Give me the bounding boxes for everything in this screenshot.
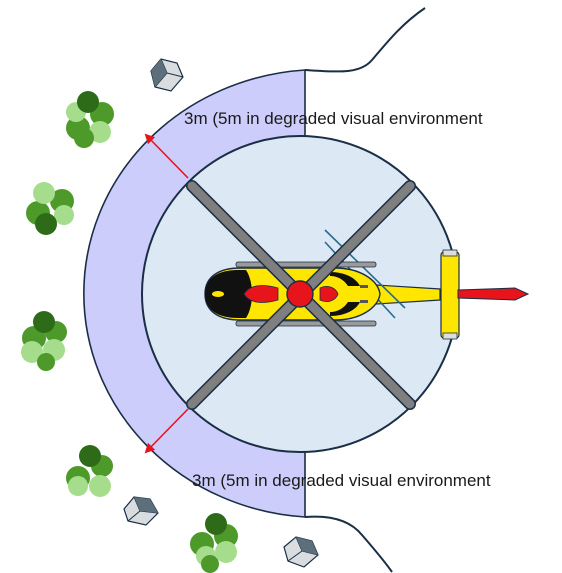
cockpit-window: [205, 270, 252, 318]
rotor-hub: [286, 280, 314, 308]
bottom-clearance-label: 3m (5m in degraded visual environment: [192, 471, 491, 490]
tree-icon: [26, 182, 74, 235]
main-rotor: [186, 180, 416, 410]
tree-icon: [66, 91, 114, 148]
tail-stripe: [457, 287, 530, 301]
tree-icon: [66, 445, 113, 497]
terrain-edge-top: [304, 7, 426, 73]
tree-icon: [21, 311, 67, 371]
clearance-arrow-top: [144, 133, 189, 179]
rock-icon: [150, 58, 184, 92]
clearance-arrow-bottom: [144, 408, 189, 454]
rock-icon: [123, 496, 159, 526]
skid-bottom: [235, 320, 377, 327]
horizontal-stabilizer: [440, 251, 460, 339]
terrain-edge-bottom: [304, 515, 393, 573]
skid-top: [235, 261, 377, 268]
tree-icon: [190, 513, 238, 573]
rock-icon: [283, 536, 319, 568]
top-clearance-label: 3m (5m in degraded visual environment: [184, 109, 483, 128]
helicopter-icon: [204, 229, 530, 340]
